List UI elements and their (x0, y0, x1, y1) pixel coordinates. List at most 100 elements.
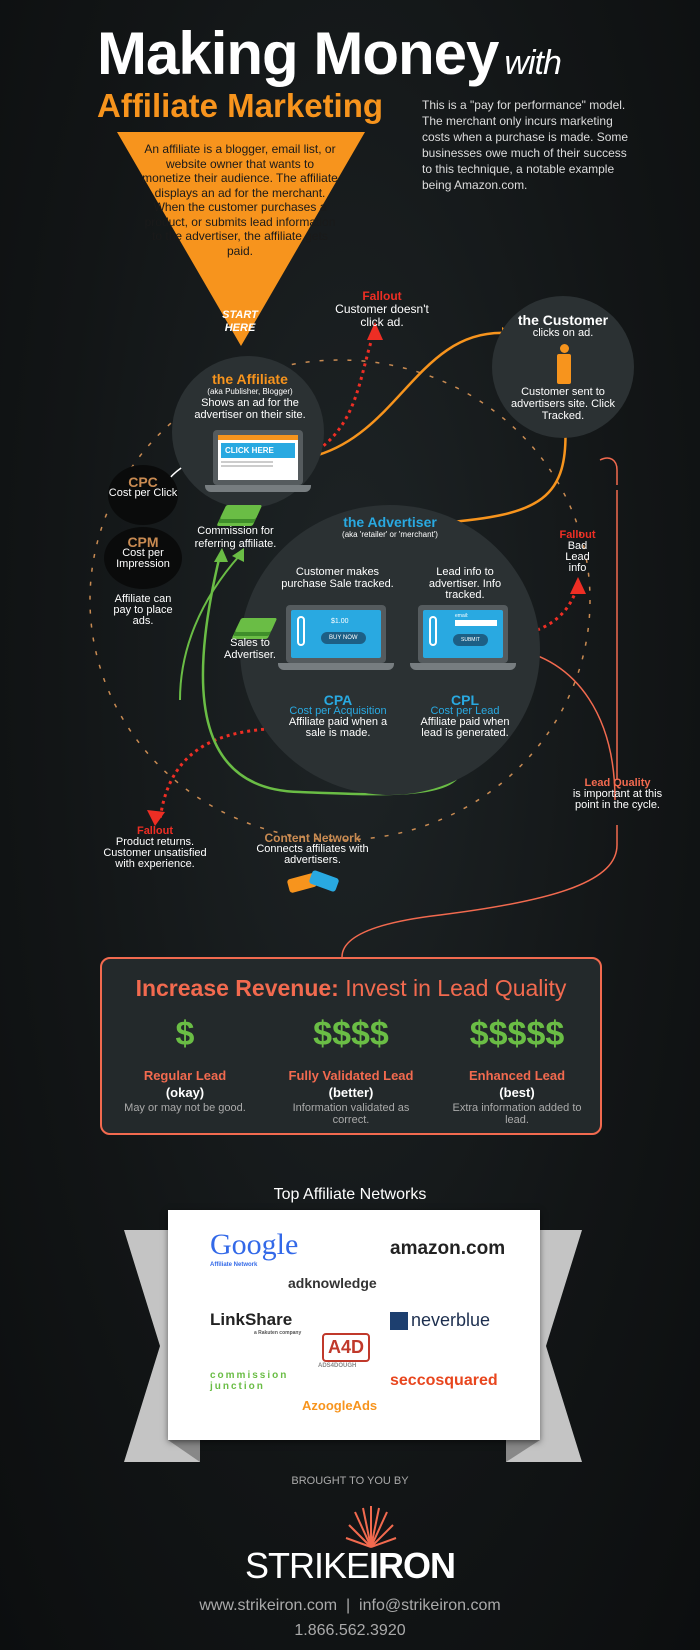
fallout-title: Fallout (136, 825, 174, 837)
dollar-rating: $$$$$ (469, 1015, 565, 1053)
cpm-label: CPM Cost per Impression (104, 535, 182, 570)
affiliate-aka: (aka Publisher, Blogger) (207, 387, 293, 396)
submit-button[interactable]: SUBMIT (453, 634, 488, 646)
purchase-note: Customer makes purchase Sale tracked. (281, 566, 394, 590)
email-input[interactable] (455, 620, 497, 626)
tier-desc: Information validated as correct. (292, 1102, 410, 1126)
lead-quality-note: Lead Quality is important at this point … (560, 778, 675, 811)
tier-title: Regular Lead (143, 1068, 227, 1083)
customer-label: the Customer clicks on ad. (505, 312, 621, 340)
commission-note: Commission for referring affiliate. (194, 525, 277, 550)
email-label: email: (455, 613, 469, 619)
pay-to-place-note: Affiliate can pay to place ads. (113, 593, 173, 627)
cpc-title: CPC (128, 474, 158, 490)
cpa-sub: Cost per Acquisition (289, 705, 387, 717)
buy-now-button[interactable]: BUY NOW (321, 632, 366, 644)
price-label: $1.00 (331, 618, 349, 625)
affiliate-label: the Affiliate (aka Publisher, Blogger) S… (185, 371, 315, 421)
cpc-desc: Cost per Click (108, 487, 178, 499)
lead-tier-enhanced: $$$$$ Enhanced Lead (best) Extra informa… (442, 1016, 592, 1126)
lead-quality-desc: is important at this point in the cycle. (572, 788, 663, 811)
tier-quality: (okay) (165, 1085, 205, 1100)
lead-laptop: email: SUBMIT (410, 605, 516, 671)
tier-quality: (better) (328, 1085, 374, 1100)
cpa-desc: Affiliate paid when a sale is made. (288, 716, 388, 739)
paperclip-icon (429, 616, 437, 646)
content-network-desc: Connects affiliates with advertisers. (256, 843, 369, 866)
logo-ads4dough: ADS4DOUGH (318, 1363, 357, 1369)
phone-number: 1.866.562.3920 (294, 1622, 406, 1639)
logo-neverblue: neverblue (390, 1310, 490, 1331)
title-with: with (504, 44, 561, 82)
cpc-circle (108, 465, 178, 525)
cpl-title: CPL (451, 692, 479, 708)
google-text: Google (210, 1228, 299, 1261)
lead-tier-regular: $ Regular Lead (okay) May or may not be … (110, 1016, 260, 1126)
content-network-note: Content Network Connects affiliates with… (250, 831, 375, 866)
networks-panel: Google Affiliate Network amazon.com adkn… (168, 1210, 540, 1440)
fallout-desc: Bad Lead info (565, 540, 590, 574)
affiliate-title: the Affiliate (212, 371, 288, 387)
brand-light: STRIKE (244, 1545, 370, 1586)
fallout-title: Fallout (559, 529, 596, 541)
cpc-label: CPC Cost per Click (108, 474, 178, 499)
fallout-lead-note: Fallout Bad Lead info (555, 530, 600, 574)
advertiser-label: the Advertiser (aka 'retailer' or 'merch… (310, 514, 470, 541)
fallout-title: Fallout (362, 289, 402, 303)
affiliate-desc: Shows an ad for the advertiser on their … (194, 397, 306, 421)
logo-linkshare: LinkShare (210, 1310, 293, 1329)
neverblue-text: neverblue (411, 1310, 491, 1330)
content-network-title: Content Network (264, 831, 361, 845)
cpa-label: CPA Cost per Acquisition Affiliate paid … (278, 692, 398, 739)
page-subtitle: Affiliate Marketing (97, 87, 384, 124)
customer-sub: clicks on ad. (532, 327, 594, 339)
logo-linkshare-sub: a Rakuten company (254, 1330, 302, 1336)
networks-title: Top Affiliate Networks (273, 1186, 427, 1203)
dollar-rating: $ (175, 1015, 195, 1053)
lead-note: Lead info to advertiser. Info tracked. (428, 566, 502, 601)
contact-info[interactable]: www.strikeiron.com | info@strikeiron.com (199, 1597, 501, 1614)
brought-to-you-by: BROUGHT TO YOU BY (291, 1475, 409, 1487)
sales-note: Sales to Advertiser. (224, 637, 276, 661)
revenue-heading: Increase Revenue: Invest in Lead Quality (102, 975, 600, 1002)
advertiser-title: the Advertiser (343, 514, 437, 530)
dollar-rating: $$$$ (313, 1015, 389, 1053)
logo-amazon: amazon.com (390, 1238, 506, 1259)
person-icon (556, 344, 572, 384)
fallout-click-note: Fallout Customer doesn't click ad. (322, 290, 442, 329)
customer-desc: Customer sent to advertisers site. Click… (511, 386, 615, 422)
brand-bold: IRON (369, 1545, 456, 1586)
start-here-label: START HERE (222, 309, 258, 334)
cpa-title: CPA (323, 692, 353, 708)
advertiser-aka: (aka 'retailer' or 'merchant') (342, 530, 438, 539)
triangle-text: An affiliate is a blogger, email list, o… (142, 142, 338, 258)
logo-google-sub: Affiliate Network (210, 1262, 258, 1268)
logo-adknowledge: adknowledge (288, 1275, 377, 1291)
cpm-desc: Cost per Impression (116, 547, 170, 570)
tier-title: Enhanced Lead (468, 1068, 566, 1083)
customer-title: the Customer (517, 312, 609, 328)
fallout-desc: Product returns. Customer unsatisfied wi… (103, 836, 207, 870)
tier-desc: May or may not be good. (124, 1102, 246, 1114)
logo-google: Google (210, 1228, 298, 1262)
lead-tier-validated: $$$$ Fully Validated Lead (better) Infor… (276, 1016, 426, 1126)
strikeiron-logo: STRIKEIRON (0, 1545, 700, 1587)
title-main: Making Money (97, 20, 499, 87)
cpl-label: CPL Cost per Lead Affiliate paid when le… (420, 692, 510, 739)
click-here-ad[interactable]: CLICK HERE (221, 443, 295, 458)
cpl-sub: Cost per Lead (430, 705, 500, 717)
cpl-desc: Affiliate paid when lead is generated. (420, 716, 510, 739)
revenue-heading-bold: Increase Revenue: (135, 975, 339, 1001)
tier-quality: (best) (499, 1085, 535, 1100)
logo-a4d: A4D (322, 1333, 371, 1362)
purchase-laptop: $1.00 BUY NOW (278, 605, 394, 671)
fallout-returns-note: Fallout Product returns. Customer unsati… (100, 826, 210, 870)
cpm-circle (104, 527, 182, 589)
paperclip-icon (297, 616, 305, 646)
logo-azoogleads: AzoogleAds (302, 1398, 378, 1413)
logo-seccosquared: seccosquared (390, 1372, 498, 1389)
revenue-heading-rest: Invest in Lead Quality (338, 975, 567, 1001)
affiliate-laptop: CLICK HERE (205, 430, 311, 492)
